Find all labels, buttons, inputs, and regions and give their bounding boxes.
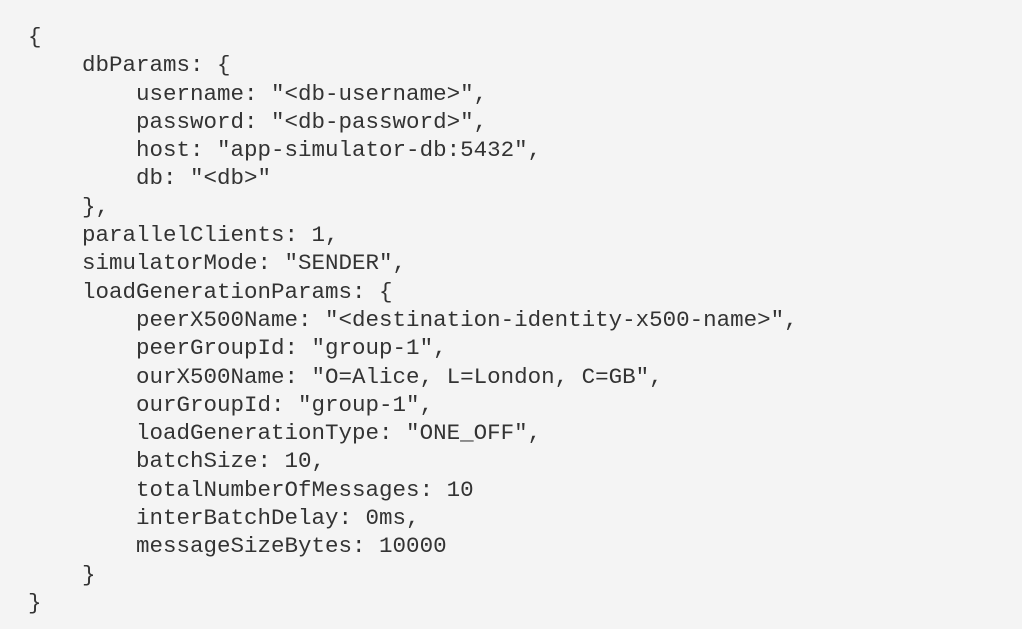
code-line-19: messageSizeBytes: 10000 xyxy=(28,533,447,560)
code-line-12: peerGroupId: "group-1", xyxy=(28,335,447,362)
code-line-10: loadGenerationParams: { xyxy=(28,278,393,305)
code-line-17: totalNumberOfMessages: 10 xyxy=(28,476,474,503)
code-line-1: { xyxy=(28,24,42,50)
code-line-11: peerX500Name: "<destination-identity-x50… xyxy=(28,306,798,333)
code-line-4: password: "<db-password>", xyxy=(28,108,488,135)
code-line-2: dbParams: { xyxy=(28,52,231,79)
code-line-21: } xyxy=(28,589,42,616)
code-line-9: simulatorMode: "SENDER", xyxy=(28,250,407,277)
code-line-14: ourGroupId: "group-1", xyxy=(28,391,434,418)
code-line-3: username: "<db-username>", xyxy=(28,80,488,107)
code-line-5: host: "app-simulator-db:5432", xyxy=(28,137,542,164)
code-line-6: db: "<db>" xyxy=(28,165,272,192)
code-line-20: } xyxy=(28,561,96,588)
code-line-7: }, xyxy=(28,193,110,220)
code-line-8: parallelClients: 1, xyxy=(28,222,339,249)
code-line-13: ourX500Name: "O=Alice, L=London, C=GB", xyxy=(28,363,663,390)
code-line-18: interBatchDelay: 0ms, xyxy=(28,505,420,532)
code-line-16: batchSize: 10, xyxy=(28,448,326,475)
code-line-15: loadGenerationType: "ONE_OFF", xyxy=(28,420,542,447)
